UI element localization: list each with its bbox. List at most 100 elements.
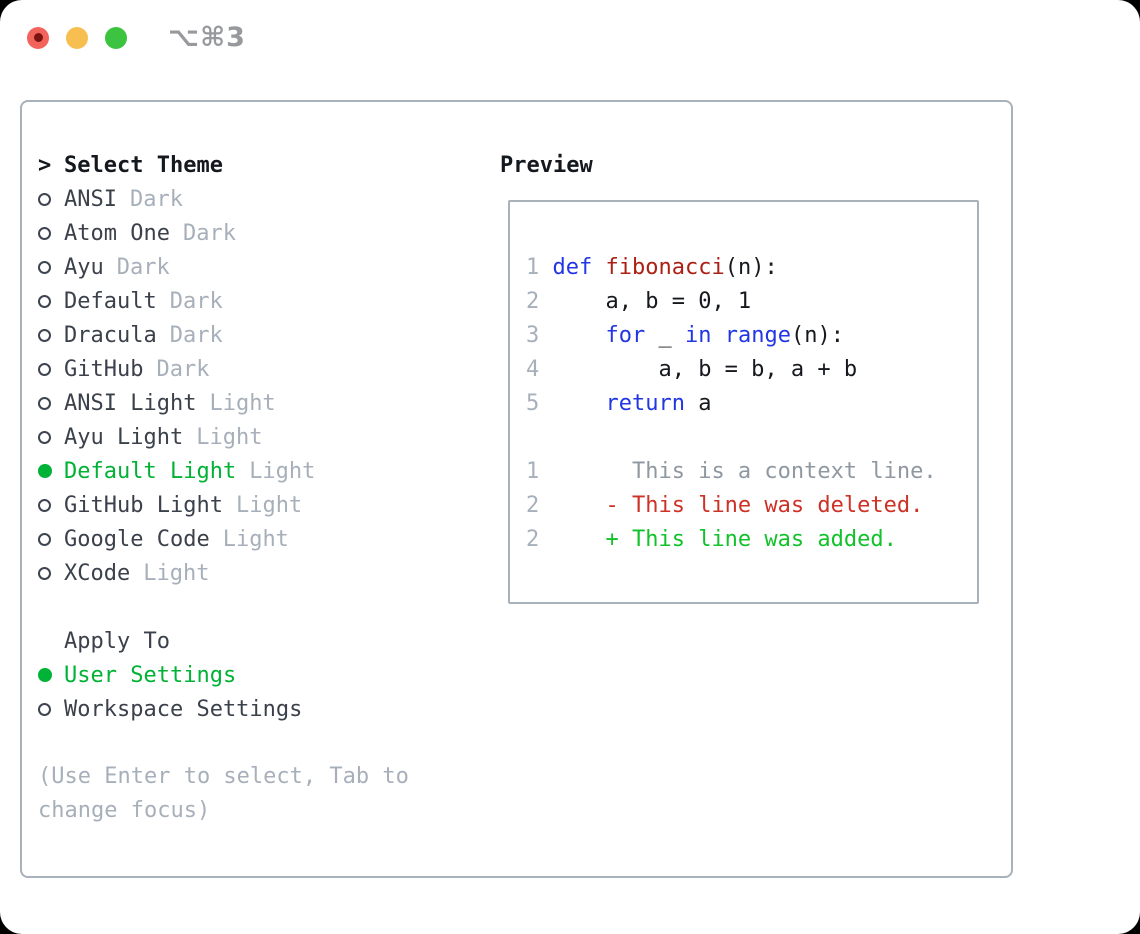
preview-line: 4 a, b = b, a + b: [526, 353, 977, 387]
theme-name: ANSI: [64, 186, 117, 212]
apply-target-name: Workspace Settings: [64, 696, 303, 722]
theme-option[interactable]: ANSI Dark: [38, 182, 498, 216]
theme-variant: Light: [196, 424, 263, 450]
preview-line: 2 - This line was deleted.: [526, 489, 977, 523]
radio-icon: [38, 668, 52, 682]
preview-line: 2 + This line was added.: [526, 523, 977, 557]
line-number: 3: [526, 323, 540, 348]
added-line-text: + This line was added.: [552, 527, 897, 552]
theme-variant: Dark: [156, 356, 210, 382]
theme-name: XCode: [64, 560, 131, 586]
theme-option[interactable]: XCode Light: [38, 556, 498, 590]
code-text: [553, 323, 606, 348]
keyword-token: def: [552, 255, 593, 280]
apply-target-option[interactable]: Workspace Settings: [38, 692, 498, 726]
radio-icon: [38, 532, 51, 546]
unsaved-dot-icon: [33, 33, 43, 42]
keyword-token: range: [724, 323, 791, 348]
theme-name: Dracula: [64, 322, 157, 348]
radio-icon: [38, 702, 51, 716]
theme-variant: Light: [249, 458, 316, 484]
theme-variant: Dark: [116, 254, 170, 280]
minimize-button[interactable]: [66, 26, 88, 49]
code-text: a, b = b, a + b: [552, 357, 858, 382]
code-text: [553, 391, 606, 416]
apply-target-option[interactable]: User Settings: [38, 658, 498, 692]
deleted-line-text: - This line was deleted.: [552, 493, 924, 518]
radio-icon: [38, 226, 51, 240]
theme-option[interactable]: GitHub Light Light: [38, 488, 498, 522]
preview-line: 5 return a: [526, 387, 977, 421]
theme-variant: Dark: [129, 186, 183, 212]
theme-option[interactable]: Dracula Dark: [38, 318, 498, 352]
help-line-2: change focus): [38, 798, 211, 823]
theme-variant: Light: [143, 560, 210, 586]
radio-icon: [38, 464, 52, 478]
radio-icon: [38, 260, 51, 274]
line-number: 4: [526, 357, 540, 382]
theme-name: GitHub Light: [64, 492, 223, 518]
apply-to-header: Apply To: [38, 624, 498, 658]
radio-icon: [38, 566, 51, 580]
preview-line: 3 for _ in range(n):: [526, 319, 977, 353]
window-shortcut-label: ⌥⌘3: [168, 22, 246, 53]
code-text: (n):: [724, 255, 778, 280]
code-text: (n):: [790, 323, 844, 348]
theme-name: Atom One: [64, 220, 170, 246]
preview-line: 1 def fibonacci(n):: [526, 251, 977, 285]
titlebar: ⌥⌘3: [0, 0, 1140, 75]
radio-icon: [38, 294, 51, 308]
code-text: a: [684, 391, 712, 416]
spacer: [38, 590, 498, 624]
theme-name: ANSI Light: [64, 390, 197, 416]
preview-line: [526, 421, 977, 455]
theme-option[interactable]: Ayu Light Light: [38, 420, 498, 454]
line-number: 2: [526, 493, 540, 518]
preview-title: Preview: [500, 153, 593, 178]
line-number: 2: [526, 527, 540, 552]
theme-option[interactable]: Google Code Light: [38, 522, 498, 556]
theme-variant: Dark: [169, 322, 223, 348]
code-text: _: [645, 323, 685, 348]
theme-variant: Light: [222, 526, 289, 552]
close-button[interactable]: [27, 26, 49, 49]
keyword-token: in: [684, 323, 712, 348]
radio-icon: [38, 396, 51, 410]
line-number: 1: [526, 459, 540, 484]
theme-option[interactable]: Ayu Dark: [38, 250, 498, 284]
theme-option[interactable]: GitHub Dark: [38, 352, 498, 386]
radio-icon: [38, 498, 51, 512]
theme-name: Default Light: [64, 458, 237, 484]
radio-icon: [38, 328, 51, 342]
help-text: (Use Enter to select, Tab to change focu…: [38, 760, 498, 828]
apply-to-title: Apply To: [64, 628, 170, 654]
code-text: a, b = 0, 1: [552, 289, 752, 314]
theme-variant: Dark: [169, 288, 223, 314]
zoom-button[interactable]: [105, 26, 127, 49]
theme-option[interactable]: ANSI Light Light: [38, 386, 498, 420]
theme-name: Ayu Light: [64, 424, 184, 450]
theme-name: Ayu: [64, 254, 104, 280]
theme-option[interactable]: Default Light Light: [38, 454, 498, 488]
preview-line: 2 a, b = 0, 1: [526, 285, 977, 319]
theme-variant: Light: [209, 390, 276, 416]
theme-name: GitHub: [64, 356, 144, 382]
line-number: 2: [526, 289, 540, 314]
cursor-prompt-icon: >: [38, 152, 52, 178]
theme-name: Google Code: [64, 526, 210, 552]
spacer: [38, 726, 498, 760]
code-text: [592, 255, 605, 280]
radio-icon: [38, 192, 51, 206]
select-theme-title: Select Theme: [64, 152, 223, 178]
preview-line: 1 This is a context line.: [526, 455, 977, 489]
context-line-text: This is a context line.: [552, 459, 937, 484]
theme-variant: Light: [235, 492, 303, 518]
line-number: 1: [526, 255, 540, 280]
